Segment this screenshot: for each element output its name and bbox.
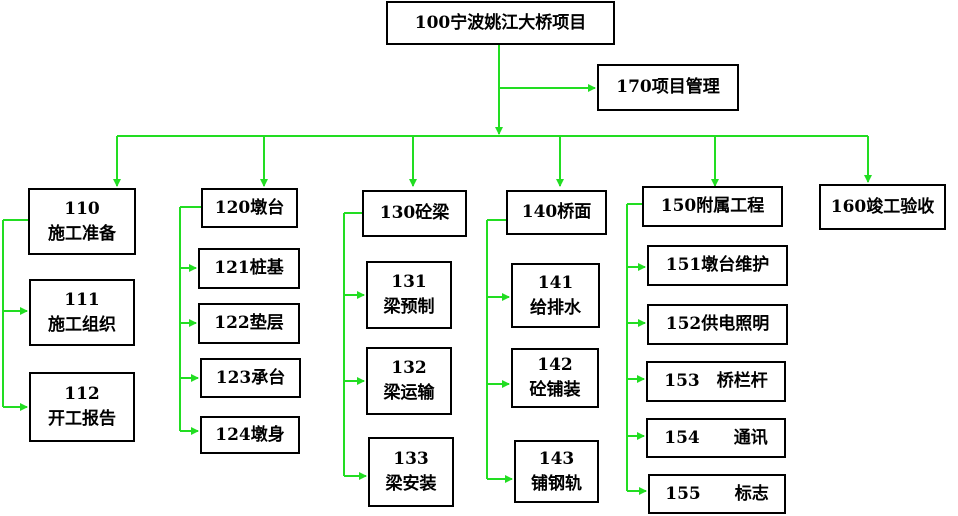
node-code: 110 [64, 198, 100, 219]
node-label: 155 标志 [665, 483, 769, 504]
node-label: 100宁波姚江大桥项目 [414, 12, 587, 33]
node-130: 130砼梁 [362, 190, 467, 237]
node-120: 120墩台 [201, 188, 298, 228]
node-label: 140桥面 [521, 202, 592, 223]
node-132: 132 梁运输 [366, 347, 452, 415]
node-label: 梁运输 [383, 383, 435, 403]
node-142: 142 砼铺装 [511, 348, 599, 408]
node-154: 154 通讯 [646, 418, 786, 458]
node-label: 122垫层 [214, 313, 284, 334]
node-label: 120墩台 [214, 197, 285, 218]
node-label: 砼铺装 [529, 380, 581, 400]
node-label: 123承台 [215, 367, 286, 388]
node-label: 170项目管理 [616, 77, 720, 98]
node-111: 111 施工组织 [29, 279, 135, 346]
node-124: 124墩身 [200, 416, 300, 454]
node-label: 开工报告 [48, 409, 116, 429]
node-160: 160竣工验收 [819, 184, 946, 230]
node-code: 142 [537, 355, 573, 376]
node-code: 141 [537, 272, 574, 293]
node-label: 154 通讯 [664, 427, 768, 448]
node-131: 131 梁预制 [366, 261, 452, 329]
node-123: 123承台 [200, 358, 301, 398]
node-112: 112 开工报告 [29, 372, 135, 442]
node-label: 153 桥栏杆 [664, 371, 768, 392]
node-label: 151墩台维护 [665, 255, 770, 276]
node-140: 140桥面 [506, 190, 607, 235]
node-150: 150附属工程 [642, 186, 783, 227]
node-code: 112 [64, 384, 100, 405]
node-153: 153 桥栏杆 [646, 361, 786, 402]
node-code: 132 [391, 358, 427, 379]
node-label: 124墩身 [215, 424, 285, 445]
node-155: 155 标志 [648, 474, 786, 514]
node-label: 150附属工程 [660, 196, 765, 217]
node-121: 121桩基 [198, 248, 300, 289]
node-110: 110 施工准备 [28, 188, 136, 255]
node-151: 151墩台维护 [647, 245, 788, 286]
node-label: 梁预制 [383, 297, 435, 317]
node-label: 施工组织 [48, 314, 116, 335]
node-code: 111 [64, 289, 100, 310]
node-152: 152供电照明 [647, 304, 788, 345]
node-label: 121桩基 [214, 258, 284, 279]
node-code: 131 [391, 272, 427, 293]
node-141: 141 给排水 [511, 263, 600, 328]
node-label: 130砼梁 [379, 203, 450, 224]
node-label: 施工准备 [48, 223, 116, 244]
node-122: 122垫层 [198, 303, 300, 344]
node-100-root: 100宁波姚江大桥项目 [386, 1, 615, 45]
node-label: 152供电照明 [665, 314, 770, 335]
node-143: 143 铺钢轨 [514, 440, 599, 503]
node-code: 133 [393, 449, 429, 470]
node-label: 给排水 [530, 297, 581, 318]
node-code: 143 [538, 448, 575, 469]
node-label: 160竣工验收 [830, 196, 935, 217]
node-label: 梁安装 [385, 474, 437, 494]
node-133: 133 梁安装 [368, 437, 454, 507]
node-170: 170项目管理 [597, 64, 739, 111]
node-label: 铺钢轨 [531, 473, 582, 494]
